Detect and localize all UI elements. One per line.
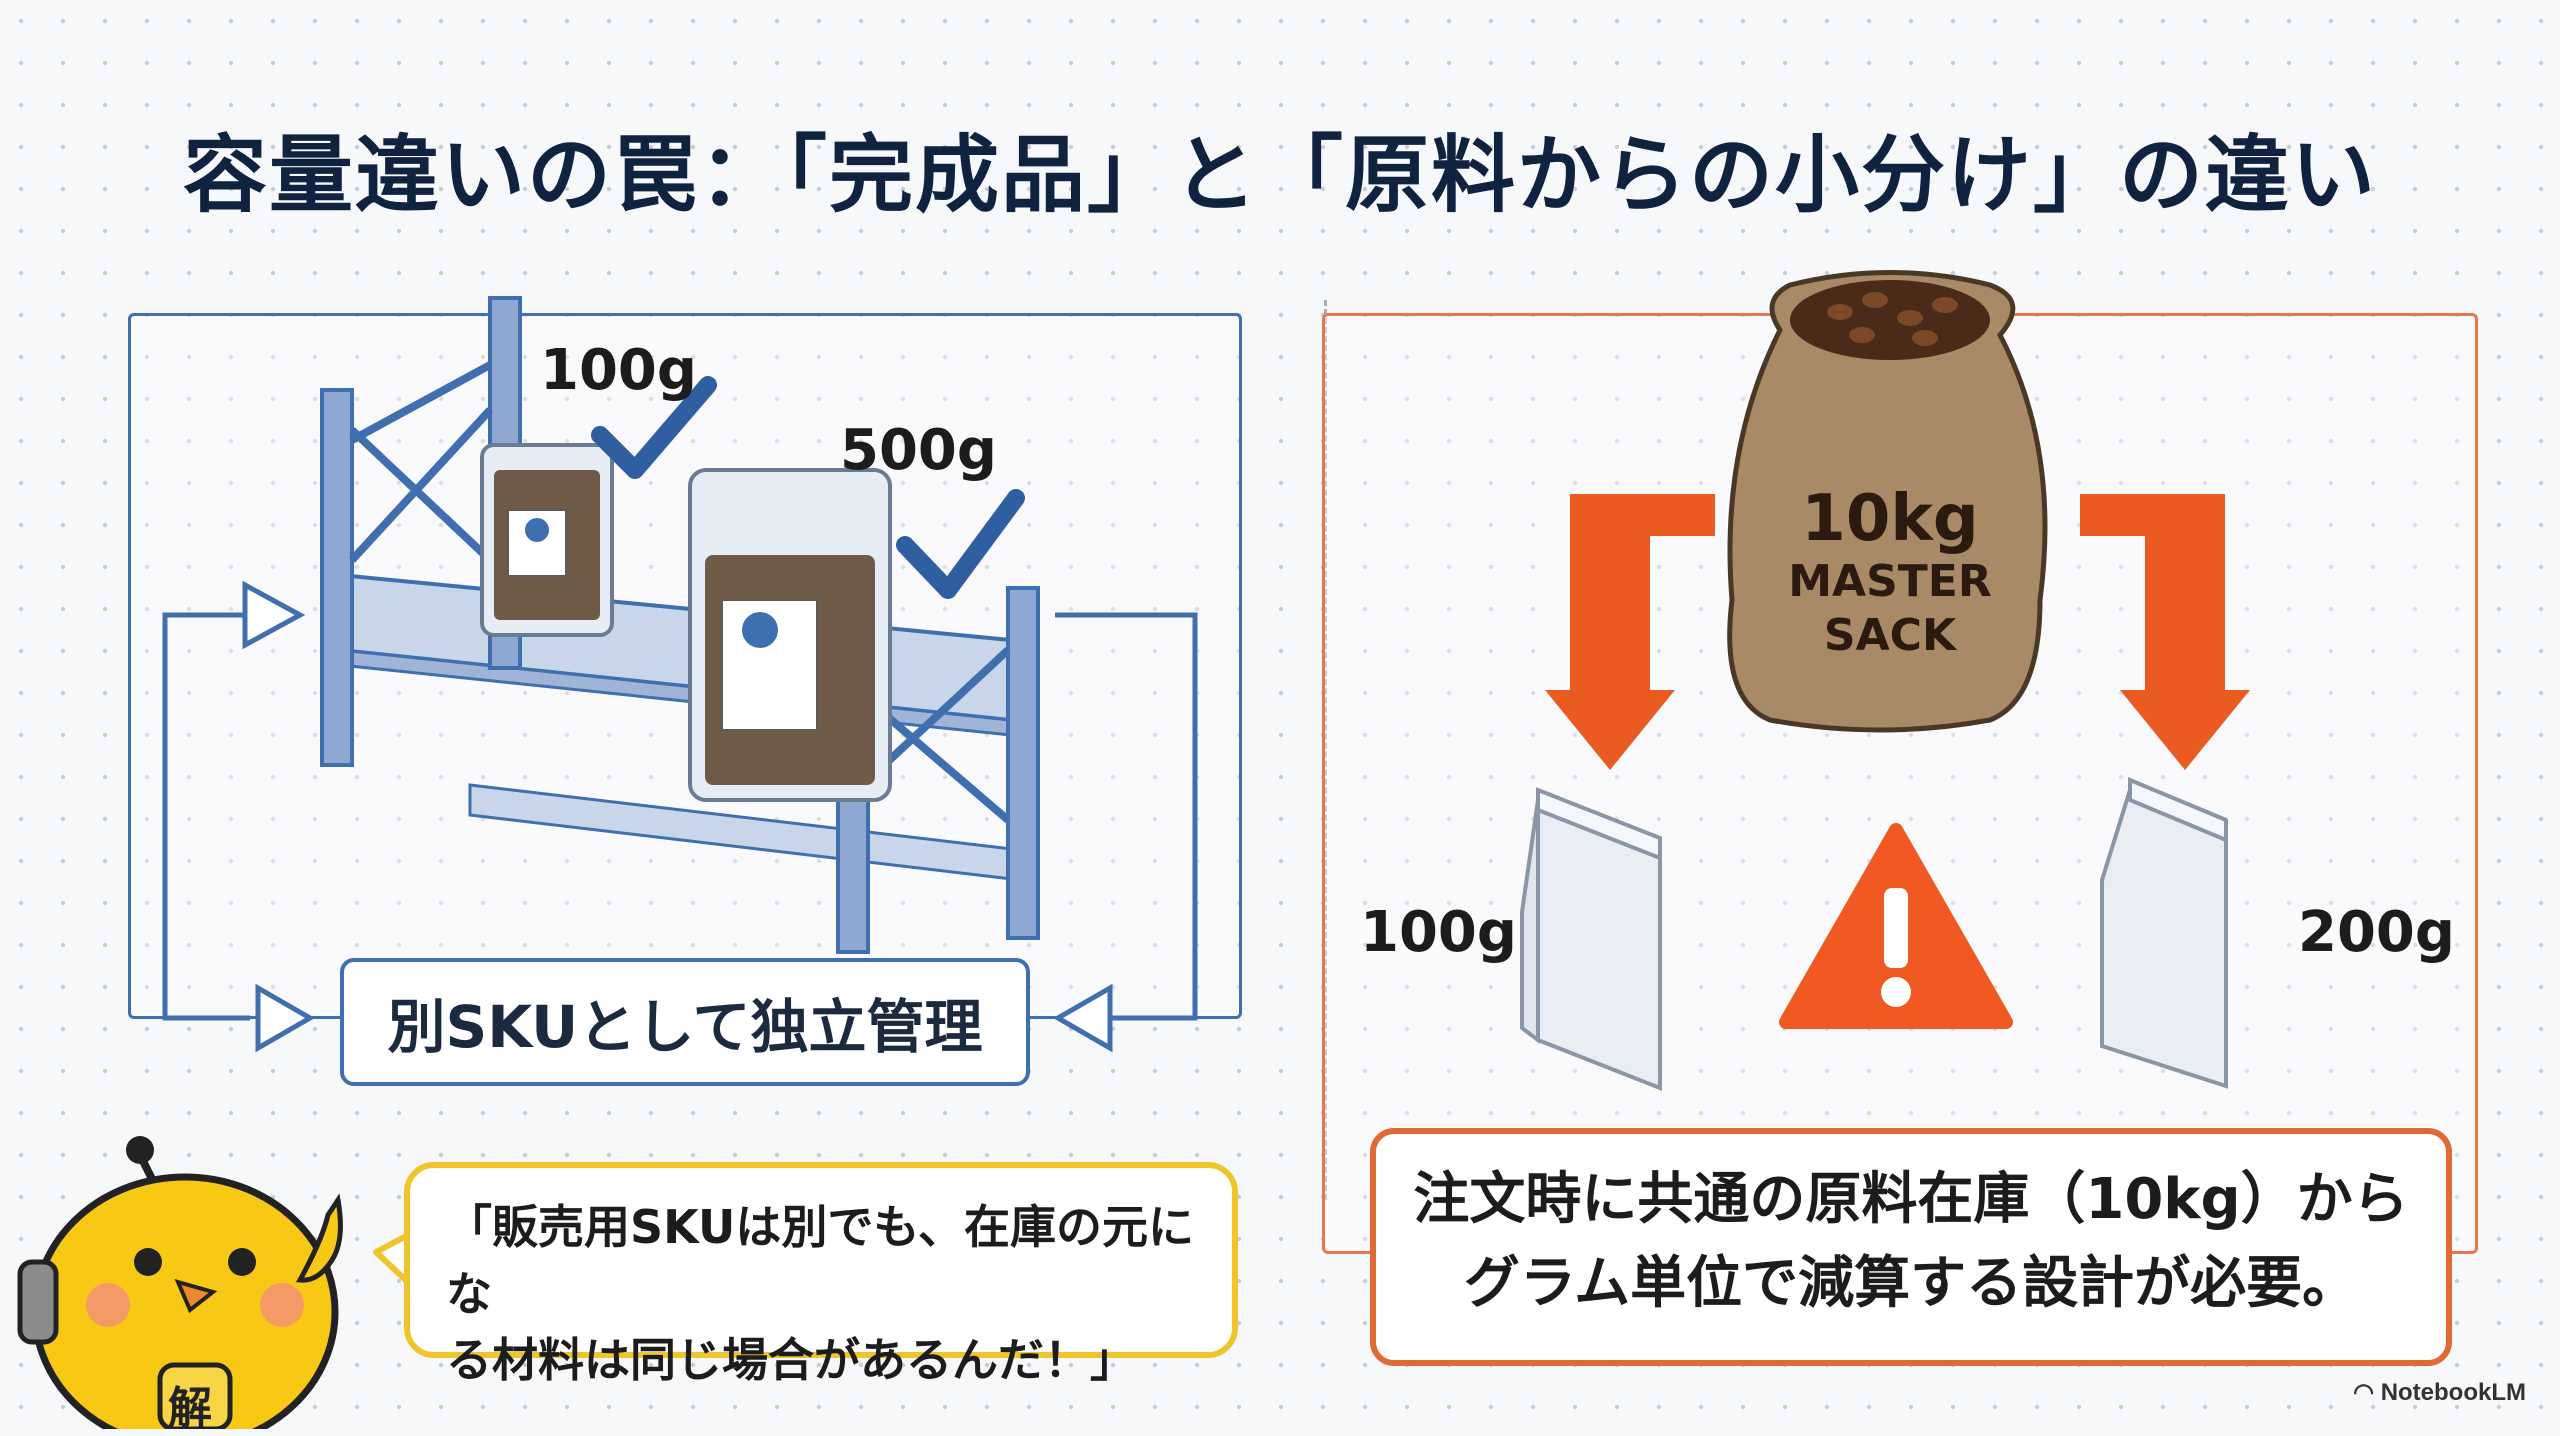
portion-label-200g: 200g xyxy=(2298,900,2455,965)
mascot-badge: 解 xyxy=(168,1383,212,1434)
sack-label-sack: SACK xyxy=(1823,610,1957,661)
brand-mark: ◠ xyxy=(2353,1379,2381,1406)
warning-icon xyxy=(1779,823,2013,1029)
speech-line1: 「販売用SKUは別でも、在庫の元にな xyxy=(446,1200,1194,1321)
sack-label-master: MASTER xyxy=(1788,556,1992,607)
left-loop-arrows xyxy=(162,612,1198,1021)
bag-label-100g: 100g xyxy=(540,338,697,403)
portion-label-100g: 100g xyxy=(1360,900,1517,965)
mascot-robot-chick-icon xyxy=(17,1136,343,1429)
mascot-speech-bubble: 「販売用SKUは別でも、在庫の元にな る材料は同じ場合があるんだ！」 xyxy=(404,1162,1238,1387)
section-divider xyxy=(1324,300,1327,1200)
deduction-note-line2: グラム単位で減算する設計が必要。 xyxy=(1463,1251,2359,1316)
page-title: 容量違いの罠：「完成品」と「原料からの小分け」の違い xyxy=(182,126,2377,224)
coffee-bag-100g-icon xyxy=(480,443,614,637)
loop-arrowheads xyxy=(242,580,1113,1053)
independent-sku-label: 別SKUとして独立管理 xyxy=(340,958,1030,1086)
coffee-bean-icon xyxy=(1827,292,1958,346)
master-sack-icon xyxy=(1727,270,2048,733)
notebooklm-logo-icon: ◠ NotebookLM xyxy=(2353,1378,2526,1407)
bag-label-500g: 500g xyxy=(840,418,997,483)
empty-bag-200g-icon xyxy=(2100,777,2228,1089)
deduction-note: 注文時に共通の原料在庫（10kg）から グラム単位で減算する設計が必要。 xyxy=(1370,1128,2452,1366)
deduction-note-line1: 注文時に共通の原料在庫（10kg）から xyxy=(1413,1167,2409,1232)
empty-bag-100g-icon xyxy=(1520,787,1662,1091)
speech-line2: る材料は同じ場合があるんだ！」 xyxy=(446,1333,1136,1388)
split-arrows xyxy=(1545,494,2250,770)
coffee-bag-500g-icon xyxy=(688,468,892,802)
checkmark-icon xyxy=(591,376,1025,599)
sack-label-weight: 10kg xyxy=(1801,482,1979,556)
brand-name: NotebookLM xyxy=(2380,1379,2526,1406)
